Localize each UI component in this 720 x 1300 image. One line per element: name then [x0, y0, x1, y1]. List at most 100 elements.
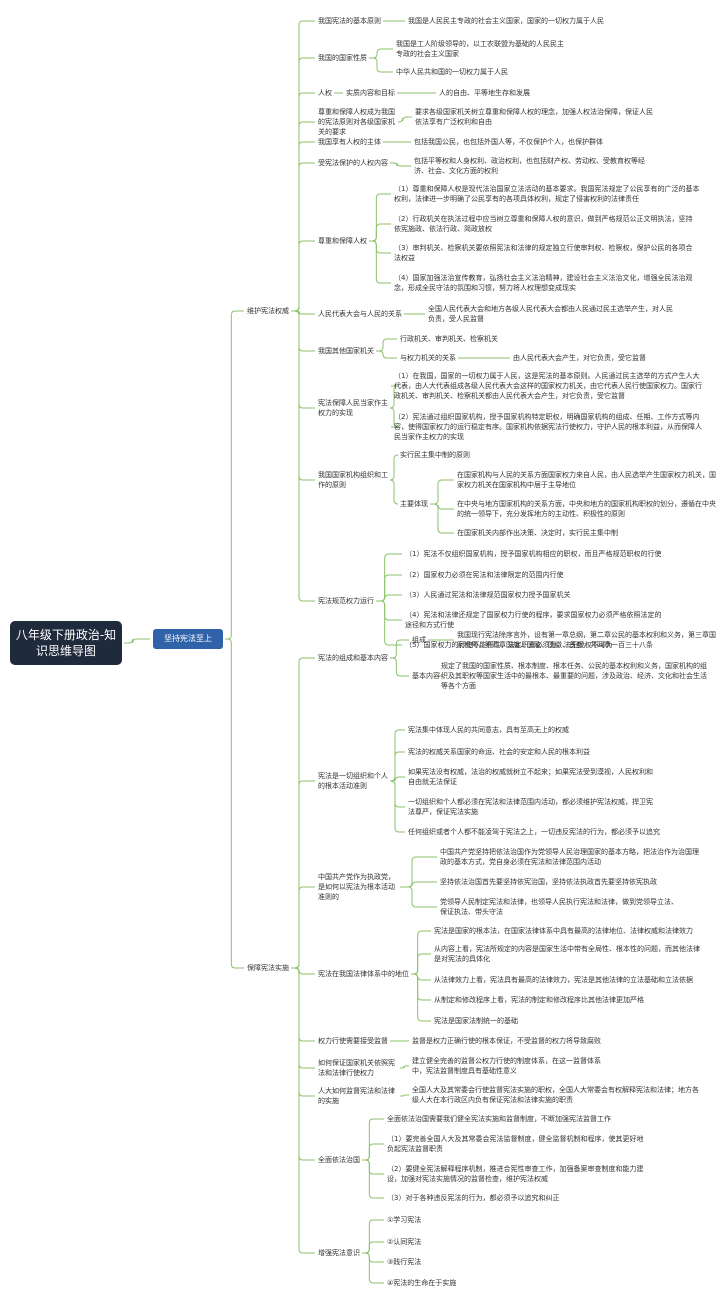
node-ensure-organs[interactable]: 如何保证国家机关依照宪法和法律行使权力	[318, 1059, 395, 1077]
node-legal-status[interactable]: 宪法在我国法律体系中的地位	[318, 970, 409, 978]
node-leaf[interactable]: 行政机关、审判机关、检察机关	[400, 335, 498, 343]
connector-65	[291, 967, 315, 1069]
node-leaf[interactable]: （1）在我国，国家的一切权力属于人民，这是宪法的基本原则。人民通过民主选举的方式…	[394, 372, 702, 400]
node-leaf[interactable]: 建立健全完善的监督公权力行使的制度体系，在这一监督体系中，宪法监督制度具有基础性…	[412, 1057, 601, 1075]
node-leaf[interactable]: 在国家机关内部作出决策、决定时，实行民主集中制	[457, 529, 618, 537]
node-leaf[interactable]: （1）尊重和保障人权是现代法治国家立法活动的基本要求。我国宪法规定了公民享有的广…	[394, 185, 700, 203]
connector-1	[225, 638, 244, 969]
node-leaf[interactable]: 要求各级国家机关树立尊重和保障人权的理念，加强人权法治保障，保证人民依法享有广泛…	[415, 108, 653, 126]
branch-ensure-implementation[interactable]: 保障宪法实施	[247, 964, 289, 972]
connector-78	[362, 1252, 384, 1284]
node-leaf[interactable]: （5）国家权力的行使不能任性，法定职责必须为，法无授权不可为	[405, 641, 613, 649]
connector-52	[390, 780, 405, 833]
node-human-rights[interactable]: 人权	[318, 89, 332, 97]
node-leaf[interactable]: 党领导人民制定宪法和法律，也领导人民执行宪法和法律，做到党领导立法、保证执法、带…	[440, 898, 678, 916]
connector-10	[291, 121, 315, 312]
connector-5	[369, 48, 393, 59]
node-leaf[interactable]: ①学习宪法	[387, 1216, 422, 1224]
node-compose[interactable]: 组成	[412, 636, 426, 644]
connector-16	[291, 240, 315, 312]
node-leaf[interactable]: 包括平等权和人身权利、政治权利，也包括财产权、劳动权、受教育权等经济、社会、文化…	[414, 157, 645, 175]
node-leaf[interactable]: 全国人大及其常委会行使监督宪法实施的职权，全国人大常委会有权解释宪法和法律；地方…	[412, 1086, 699, 1104]
node-basic-principle[interactable]: 我国宪法的基本原则	[318, 17, 381, 25]
node-leaf[interactable]: （3）审判机关、检察机关要依照宪法和法律的规定独立行使审判权、检察权，保护公民的…	[394, 244, 693, 262]
connector-20	[369, 240, 391, 284]
node-leaf[interactable]: 实行民主集中制的原则	[400, 451, 470, 459]
node-leaf[interactable]: 我国是人民民主专政的社会主义国家，国家的一切权力属于人民	[408, 17, 604, 25]
node-leaf[interactable]: 监督是权力正确行使的根本保证，不受监督的权力将导致腐败	[412, 1037, 601, 1045]
node-leaf[interactable]: 从制定和修改程序上看，宪法的制定和修改程序比其他法律更加严格	[434, 996, 644, 1004]
node-composition[interactable]: 宪法的组成和基本内容	[318, 654, 388, 662]
topic-node[interactable]: 坚持宪法至上	[153, 629, 223, 649]
node-leaf[interactable]: 在国家机构与人民的关系方面国家权力来自人民，由人民选举产生国家权力机关，国家权力…	[457, 471, 716, 489]
node-leaf[interactable]: （4）宪法和法律还规定了国家权力行使的程序，要求国家权力必须严格依照法定的途径和…	[405, 611, 662, 629]
node-leaf[interactable]: 由人民代表大会产生，对它负责，受它监督	[513, 354, 646, 362]
node-basic-content[interactable]: 基本内容	[412, 672, 440, 680]
node-leaf[interactable]: 宪法集中体现人民的共同意志，具有至高无上的权威	[408, 726, 569, 734]
node-leaf[interactable]: 规定了我国的国家性质、根本制度、根本任务、公民的基本权利和义务，国家机构的组织及…	[441, 662, 707, 690]
node-leaf[interactable]: （1）要完善全国人大及其常委会宪法监督制度，健全监督机制和程序，使其更好地负起宪…	[387, 1135, 644, 1153]
node-other-organs[interactable]: 我国其他国家机关	[318, 347, 374, 355]
node-leaf[interactable]: （3）人民通过宪法和法律规范国家权力授予国家机关	[405, 591, 571, 599]
node-leaf[interactable]: 任何组织或者个人都不能凌驾于宪法之上，一切违反宪法的行为，都必须予以追究	[408, 828, 660, 836]
node-leaf[interactable]: 人的自由、平等地生存和发展	[439, 89, 530, 97]
connector-29	[389, 407, 399, 428]
connector-61	[411, 973, 431, 1001]
node-leaf[interactable]: 包括我国公民，也包括外国人等，不仅保护个人，也保护群体	[414, 138, 603, 146]
node-leaf[interactable]: （2）要健全宪法解释程序机制，推进合宪性审查工作，加强备案审查制度和能力建设，加…	[387, 1165, 644, 1183]
node-respect-rights[interactable]: 尊重和保障人权	[318, 237, 367, 245]
node-organ-principle[interactable]: 我国国家机构组织和工作的原则	[318, 471, 388, 489]
node-state-nature[interactable]: 我国的国家性质	[318, 54, 367, 62]
connector-37	[376, 553, 402, 602]
node-leaf[interactable]: 全面依法治国需要我们健全宪法实施和监督制度，不断加强宪法监督工作	[387, 1115, 611, 1123]
node-substance[interactable]: 实质内容和目标	[346, 89, 395, 97]
node-relation-power[interactable]: 与权力机关的关系	[400, 354, 456, 362]
node-fundamental-norm[interactable]: 宪法是一切组织和个人的根本活动准则	[318, 772, 388, 790]
node-leaf[interactable]: 从内容上看，宪法所规定的内容是国家生活中带有全局性、根本性的问题，而其他法律是对…	[434, 945, 700, 963]
node-main-manifestation[interactable]: 主要体现	[400, 500, 428, 508]
connector-31	[389, 454, 399, 481]
node-npc-supervision[interactable]: 人大如何监督宪法和法律的实施	[318, 1087, 395, 1105]
node-leaf[interactable]: ②认同宪法	[387, 1238, 422, 1246]
node-rule-of-law[interactable]: 全面依法治国	[318, 1156, 360, 1164]
node-leaf[interactable]: ③践行宪法	[387, 1258, 422, 1266]
branch-maintain-authority[interactable]: 维护宪法权威	[247, 307, 289, 315]
node-leaf[interactable]: 宪法的权威关系国家的命运、社会的安定和人民的根本利益	[408, 748, 590, 756]
node-leaf[interactable]: ④宪法的生命在于实施	[387, 1279, 457, 1287]
node-leaf[interactable]: 一切组织和个人都必须在宪法和法律范围内活动，都必须维护宪法权威，捍卫宪法尊严，保…	[408, 798, 653, 816]
connector-76	[362, 1241, 384, 1254]
connector-75	[362, 1219, 384, 1254]
connector-59	[411, 953, 431, 975]
node-leaf[interactable]: （2）国家权力必须在宪法和法律限定的范围内行使	[405, 571, 564, 579]
root-node[interactable]: 八年级下册政治-知识思维导图	[10, 621, 122, 665]
node-leaf[interactable]: 我国是工人阶级领导的，以工农联盟为基础的人民民主专政的社会主义国家	[396, 40, 564, 58]
node-leaf[interactable]: 在中央与地方国家机构的关系方面，中央和地方的国家机构职权的划分，遵循在中央的统一…	[457, 500, 716, 518]
node-leaf[interactable]: （3）对于各种违反宪法的行为，都必须予以追究和纠正	[387, 1194, 560, 1202]
connector-67	[291, 967, 315, 1097]
node-leaf[interactable]: 从法律效力上看，宪法具有最高的法律效力，宪法是其他法律的立法基础和立法依据	[434, 976, 693, 984]
connector-12	[291, 141, 315, 312]
node-constitution-awareness[interactable]: 增强宪法意识	[318, 1249, 360, 1257]
node-leaf[interactable]: 我国现行宪法除序言外，设有第一章总纲，第二章公民的基本权利和义务，第三章国家机构…	[457, 631, 716, 649]
node-npc-people[interactable]: 人民代表大会与人民的关系	[318, 310, 402, 318]
node-leaf[interactable]: 中国共产党坚持把依法治国作为党领导人民治理国家的基本方略，把法治作为治国理政的基…	[440, 848, 699, 866]
node-leaf[interactable]: 全国人民代表大会和地方各级人民代表大会都由人民通过民主选举产生，对人民负责，受人…	[428, 305, 673, 323]
node-leaf[interactable]: 中华人民共和国的一切权力属于人民	[396, 68, 508, 76]
node-leaf[interactable]: （4）国家加强法治宣传教育，弘扬社会主义法治精神，建设社会主义法治文化，增强全民…	[394, 274, 693, 292]
node-rights-subject[interactable]: 我国享有人权的主体	[318, 138, 381, 146]
node-leaf[interactable]: 如果宪法没有权威，法治的权威就树立不起来；如果宪法受到漠视，人民权利和自由就无法…	[408, 768, 653, 786]
node-leaf[interactable]: （2）宪法通过组织国家机构，授予国家机构特定职权，明确国家机构的组成、任期、工作…	[394, 413, 702, 441]
node-leaf[interactable]: （1）宪法不仅组织国家机构，授予国家机构相应的职权，而且严格规范职权的行使	[405, 550, 662, 558]
node-party-rule[interactable]: 中国共产党作为执政党，是如何以宪法为根本活动准则的	[318, 873, 395, 901]
node-rights-content[interactable]: 受宪法保护的人权内容	[318, 159, 388, 167]
node-supervision[interactable]: 权力行使需要接受监督	[318, 1037, 388, 1045]
node-leaf[interactable]: 坚持依法治国首先要坚持依宪治国，坚持依法执政首先要坚持依宪执政	[440, 878, 657, 886]
node-leaf[interactable]: 宪法是国家的根本法，在国家法律体系中具有最高的法律地位、法律权威和法律效力	[434, 927, 693, 935]
connector-62	[411, 973, 431, 1022]
node-leaf[interactable]: 宪法是国家法制统一的基础	[434, 1017, 518, 1025]
node-human-rights-principle[interactable]: 尊重和保障人权成为我国的宪法原则对各级国家机关的要求	[318, 108, 395, 136]
node-guarantee-people[interactable]: 宪法保障人民当家作主权力的实现	[318, 399, 388, 417]
node-regulate-power[interactable]: 宪法规范权力运行	[318, 597, 374, 605]
node-leaf[interactable]: （2）行政机关在执法过程中应当树立尊重和保障人权的意识，做到严格规范公正文明执法…	[394, 215, 693, 233]
connector-28	[389, 385, 399, 409]
